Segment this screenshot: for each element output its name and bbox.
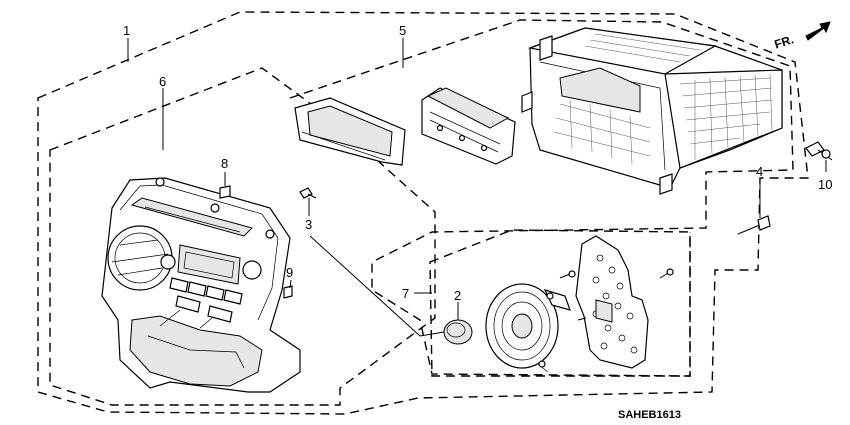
control-board bbox=[421, 87, 516, 165]
callout-label-7: 7 bbox=[402, 286, 409, 301]
diagram-code: SAHEB1613 bbox=[618, 409, 681, 421]
clip-9 bbox=[283, 285, 293, 299]
screw-3 bbox=[299, 187, 317, 199]
callout-label-5: 5 bbox=[399, 23, 406, 38]
radio-boundary-5 bbox=[289, 19, 794, 377]
control-pcb bbox=[559, 235, 674, 369]
radio-bezel bbox=[294, 97, 406, 166]
screw-4 bbox=[737, 215, 771, 235]
clip-8 bbox=[219, 185, 231, 199]
front-direction-arrow bbox=[805, 21, 831, 41]
direction-label: FR. bbox=[773, 32, 796, 51]
callout-label-3: 3 bbox=[305, 217, 312, 232]
speaker-boundary-7 bbox=[429, 229, 691, 377]
knob-2 bbox=[443, 319, 473, 345]
callout-label-1: 1 bbox=[123, 23, 130, 38]
callout-label-8: 8 bbox=[221, 156, 228, 171]
callout-label-10: 10 bbox=[818, 177, 832, 192]
screw-10 bbox=[805, 141, 833, 161]
audio-panel bbox=[101, 177, 301, 393]
leader-lines bbox=[127, 38, 827, 337]
speaker bbox=[485, 283, 571, 373]
radio-chassis bbox=[521, 27, 783, 195]
callout-label-9: 9 bbox=[286, 265, 293, 280]
assembly-boundary-1 bbox=[37, 11, 809, 415]
callout-label-4: 4 bbox=[756, 164, 763, 179]
callout-label-6: 6 bbox=[159, 74, 166, 89]
panel-boundary-6 bbox=[49, 67, 436, 406]
callout-label-2: 2 bbox=[454, 288, 461, 303]
